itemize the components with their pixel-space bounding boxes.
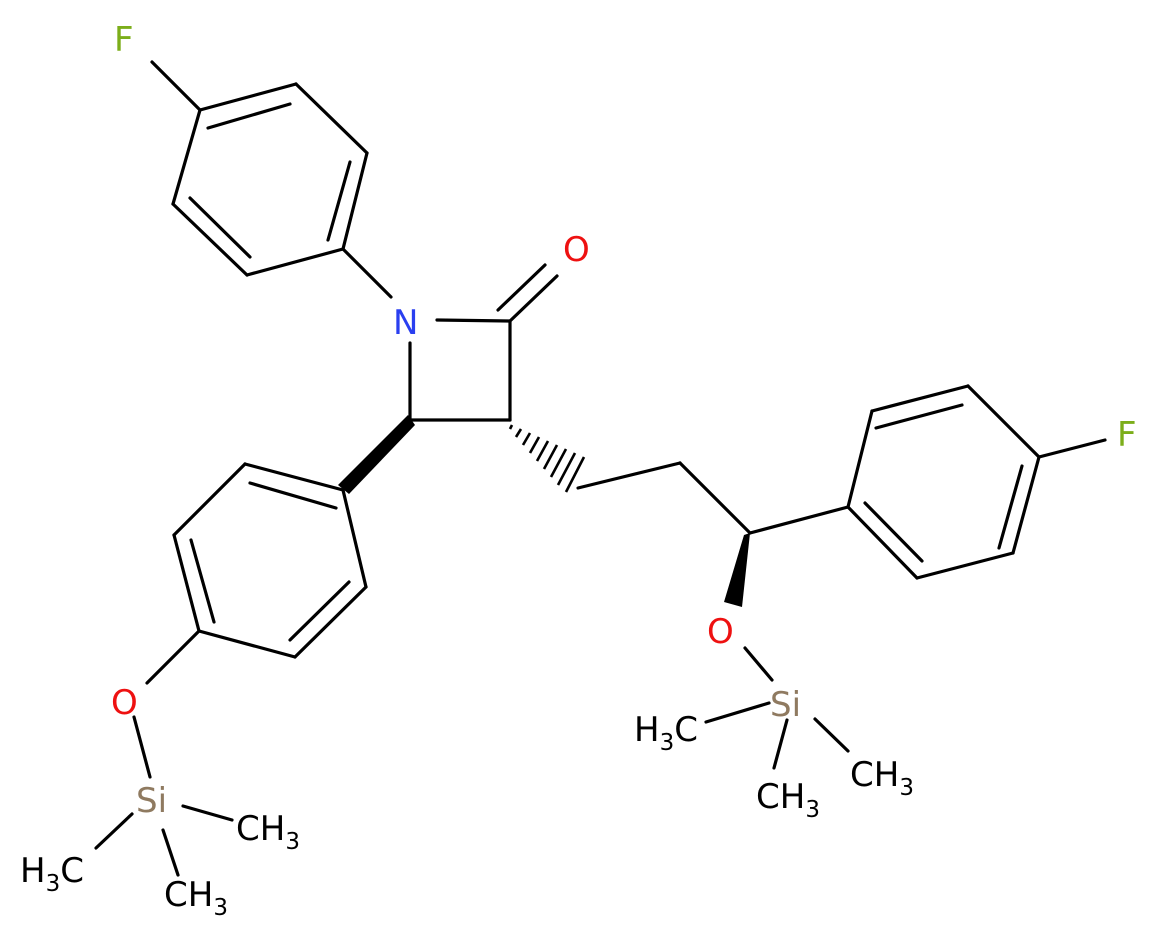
atom-o-carbonyl: O xyxy=(563,230,590,270)
methyl-si-right-left: H3C xyxy=(634,710,698,756)
methyl-si-left-right: CH3 xyxy=(236,809,300,855)
bond-o-si-right xyxy=(743,646,774,682)
fluorophenyl-ring-top xyxy=(171,82,369,277)
carbonyl-bond-b xyxy=(496,263,547,312)
atom-o-phenoxy: O xyxy=(111,683,138,723)
fluorophenyl-ring-right xyxy=(846,384,1041,580)
bond-chain-1 xyxy=(576,461,682,490)
bond-si-me-left-left xyxy=(94,812,134,850)
methyl-si-left-bottom: CH3 xyxy=(164,875,228,921)
carbonyl-bond-a xyxy=(508,274,559,323)
bond-f-ring-top xyxy=(150,60,202,112)
phenoxy-ring xyxy=(172,462,368,659)
atom-f-right: F xyxy=(1117,415,1137,455)
methyl-si-right-right: CH3 xyxy=(850,755,914,801)
bond-chain-2 xyxy=(678,461,752,535)
atom-si-left: Si xyxy=(136,781,167,821)
bond-si-me-left-right xyxy=(704,701,771,724)
bond-o-si-left xyxy=(132,715,152,779)
atom-si-right: Si xyxy=(770,685,801,725)
methyl-si-right-bottom: CH3 xyxy=(756,777,820,823)
bond-f-ring-right xyxy=(1037,438,1107,459)
bond-si-me-bottom-left xyxy=(161,828,180,877)
beta-lactam-ring xyxy=(408,318,512,422)
methyl-si-left-left: H3C xyxy=(20,851,84,897)
wedge-bond-c-o xyxy=(724,533,750,607)
bond-si-me-right-left xyxy=(181,804,234,822)
bond-si-me-bottom-right xyxy=(772,718,789,770)
hashed-bond-c3-chain xyxy=(508,424,586,493)
atom-n-lactam: N xyxy=(393,303,418,343)
bond-ring-o-phenoxy xyxy=(145,629,201,685)
bond-chain-3 xyxy=(748,505,850,535)
atom-o-alkoxy: O xyxy=(707,612,734,652)
atom-f-top: F xyxy=(114,20,134,60)
bond-ring-n xyxy=(341,247,393,299)
bond-si-me-right-right xyxy=(813,717,850,753)
wedge-bond-c4-aryl xyxy=(338,415,415,494)
